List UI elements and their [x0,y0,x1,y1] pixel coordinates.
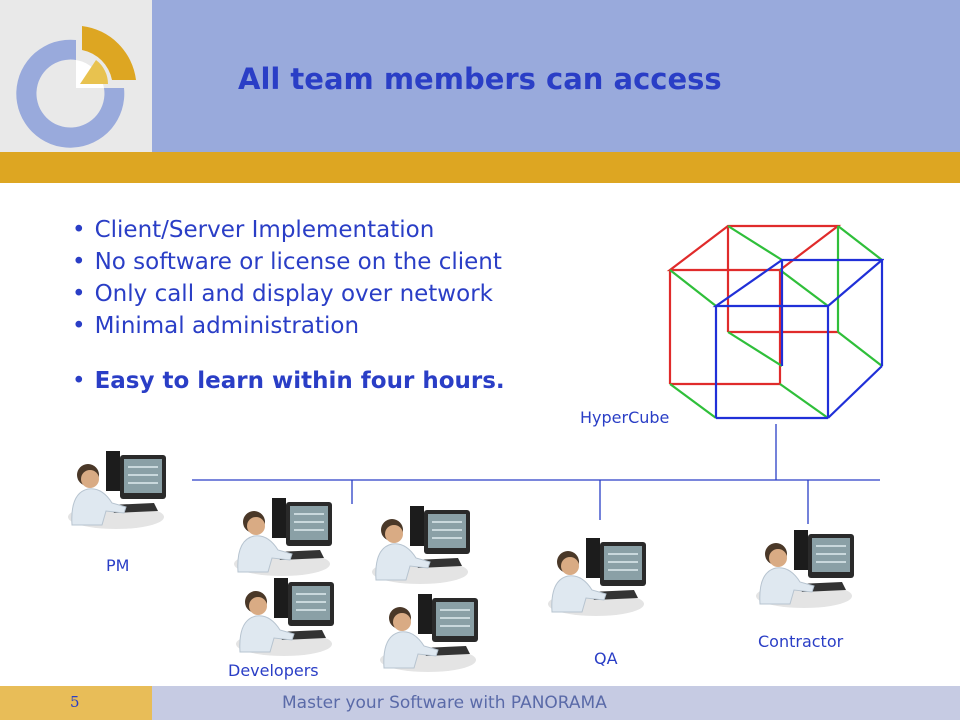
workstation-user-icon [234,498,332,576]
page-number-box [0,686,152,720]
hypercube-label: HyperCube [580,408,670,427]
header-band [152,0,960,152]
workstation-user-icon [756,530,854,608]
workstation-user-icon [548,538,646,616]
workstation-user-icon [68,451,166,529]
feature-item: Client/Server Implementation [72,214,502,246]
role-label-developers: Developers [228,661,319,680]
workstation-developer [232,494,334,578]
feature-list: Client/Server Implementation No software… [72,214,502,342]
page-number: 5 [70,693,80,711]
accent-band [0,152,960,183]
footer-band [152,686,960,720]
logo-area [0,0,152,152]
feature-item: Minimal administration [72,310,502,342]
workstation-user-icon [372,506,470,584]
hypercube-icon [666,224,884,420]
workstation-user-icon [236,578,334,656]
workstation-developer [378,590,480,674]
role-label-contractor: Contractor [758,632,844,651]
pie-chart-logo-icon [16,26,136,148]
workstation-developer [370,502,472,586]
workstation-qa [546,534,648,618]
emphasis-item: Easy to learn within four hours. [72,368,505,394]
workstation-contractor [754,526,856,610]
slide-title: All team members can access [238,62,722,96]
feature-item: Only call and display over network [72,278,502,310]
workstation-pm [66,447,168,531]
role-label-pm: PM [106,556,130,575]
workstation-user-icon [380,594,478,672]
feature-item: No software or license on the client [72,246,502,278]
workstation-developer [234,574,336,658]
role-label-qa: QA [594,649,618,668]
footer-text: Master your Software with PANORAMA [282,693,607,713]
